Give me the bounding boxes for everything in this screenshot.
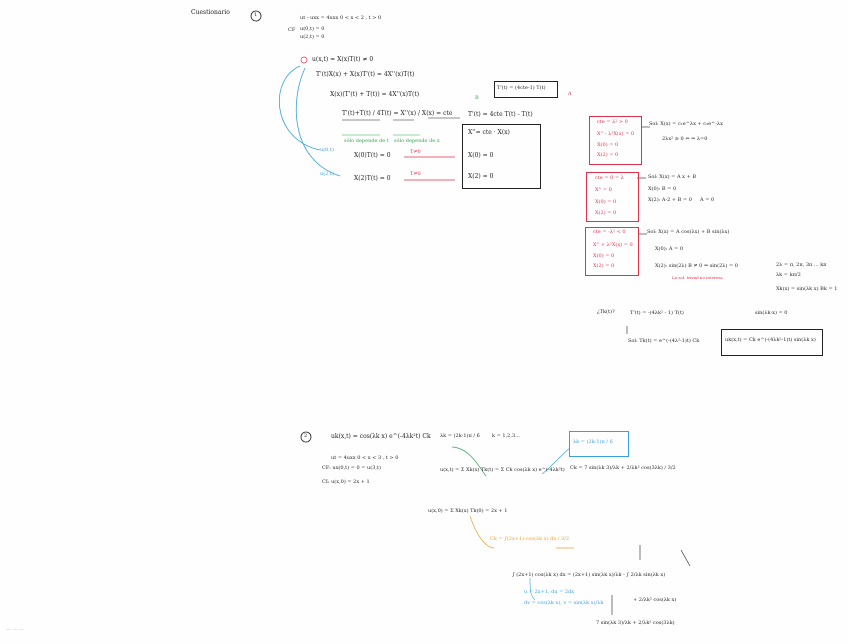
boxed-system-line-0: X''= cte · X(x) [468, 129, 510, 136]
circled-label-a: A [568, 91, 572, 97]
case-3-line-0: X(0): A = 0 [655, 246, 684, 252]
section-2-lambda: λk = (2k-1)π / 6 [440, 433, 480, 439]
integration-2: dv = cos(λk x), v = sin(λk x)/λk [524, 600, 604, 606]
section-2-line-0: ut = 4uxx 0 < x < 3 , t > 0 [331, 455, 399, 461]
final-solution: uk(x,t) = Ck e^(-(4λk²-1)t) sin(λk x) [725, 337, 816, 343]
case-2-eq-0: cte = 0 = λ [595, 175, 624, 181]
circle-number-1 [250, 10, 262, 22]
blue-note-1: u(2,t) [320, 171, 334, 177]
separation-line-0: u(x,t) = X(x)T(t) ≠ 0 [312, 56, 374, 63]
final-solution-box [721, 329, 823, 356]
case-2-eq-2: X(0) = 0 [595, 199, 617, 205]
case-2-eq-1: X'' = 0 [595, 187, 612, 193]
case-3-eq-2: X(0) = 0 [593, 253, 615, 259]
integration-1: u = 2x+1, du = 2dx [524, 589, 575, 595]
tk-question: ¿Tk(t)? [597, 309, 615, 315]
integration-0: ∫ (2x+1) cos(λk x) dx = (2x+1) sin(λk x)… [512, 572, 666, 578]
case-3-right-0: 2λ = π, 2π, 3π ... kπ [776, 262, 827, 268]
section-2-series: u(x,t) = Σ Xk(x) Tk(t) = Σ Ck cos(λk x) … [440, 467, 565, 473]
case-2-solution: Sol: X(x) = A x + B [648, 174, 697, 180]
case-1-eq-2: X(0) = 0 [597, 142, 619, 148]
time-eq: T'(t) = (4cte-1) T(t) [497, 85, 546, 91]
red-note-0: T≠0 [410, 149, 421, 155]
case-3-right-2: Xk(x) = sin(λk x) Bk = 1 [776, 286, 838, 292]
case-1-box [589, 116, 642, 165]
case-1-eq-3: X(2) = 0 [597, 152, 619, 158]
boxed-system-line-1: X(0) = 0 [468, 152, 494, 159]
case-3-eq-3: X(2) = 0 [593, 263, 615, 269]
problem-given-line-2: u(2,t) = 0 [300, 34, 325, 40]
boxed-system-line-2: X(2) = 0 [468, 173, 494, 180]
case-2-eq-3: X(2) = 0 [595, 210, 617, 216]
problem-given-line-1: u(0,t) = 0 [300, 26, 325, 32]
case-2-line-0: X(0): B = 0 [648, 186, 677, 192]
case-3-box [585, 227, 639, 276]
separation-line-3: T'(t)+T(t) / 4T(t) = X''(x) / X(x) = cte [342, 110, 453, 117]
case-1-solution: Sol: X(x) = c₁e^λx + c₂e^-λx [649, 121, 723, 127]
section-2-number: 2 [304, 433, 308, 439]
separation-line-5: X(2)T(t) = 0 [354, 175, 391, 182]
tk-solution: Sol: Tk(t) = e^(-(4λ²-1)t) Ck [628, 338, 700, 344]
case-2-line-1: X(2): A·2 + B = 0 [648, 197, 692, 203]
section-2-line-2: CI: u(x,0) = 2x + 1 [322, 479, 370, 485]
circled-label-b: B [475, 95, 479, 101]
blue-note-0: u(0,t) [320, 147, 334, 153]
case-1-extra: 2λx² ≥ 0 ⇔ ⇔ λ=0 [662, 136, 708, 142]
section-2-k: k = 1,2,3... [492, 433, 520, 439]
case-1-eq-0: cte = λ² > 0 [597, 119, 628, 125]
integration-4: 7 sin(λk 3)/λk + 2/λk² cos(3λk) [596, 620, 675, 626]
integration-3: + 2/λk² cos(λk x) [633, 597, 677, 603]
section-2-uk: uk(x,t) = cos(λk x) e^(-4λk²t) Ck [331, 433, 431, 440]
case-2-box [586, 172, 639, 222]
problem-given-line-0: ut - uxx = 4uxx 0 < x < 2 , t > 0 [300, 15, 382, 21]
case-3-note: La sol. trivial no interesa [672, 275, 723, 280]
section-2-ic: u(x,0) = Σ Xk(x) Tk(0) = 2x + 1 [428, 508, 508, 514]
case-3-right-1: λk = kπ/2 [776, 272, 801, 278]
separation-line-2: X(x)(T'(t) + T(t)) = 4X''(x)T(t) [330, 91, 420, 98]
case-3-eq-1: X'' + λ²X(x) = 0 [593, 242, 633, 248]
case-3-solution: Sol: X(x) = A cos(λx) + B sin(λx) [647, 229, 730, 235]
boxed-system [462, 124, 541, 189]
lambda-boxed: λk = (2k-1)π / 6 [573, 439, 613, 445]
section-2-line-1: CF: ux(0,t) = 0 = u(3,t) [322, 465, 381, 471]
tk-eq: T'(t) = -(4λk² - 1) T(t) [630, 310, 684, 316]
case-3-eq-0: cte = -λ² < 0 [593, 229, 626, 235]
separation-line-1: T'(t)X(x) + X(x)T'(t) = 4X''(x)T(t) [316, 71, 415, 78]
lambda-box [569, 431, 629, 457]
blue-arrow-2 [295, 67, 341, 177]
case-3-line-1: X(2): sin(2λ) B ≠ 0 ⇒ sin(2λ) = 0 [655, 263, 738, 269]
green-note-1: sólo depende de x [394, 138, 440, 144]
blue-arrow-1 [279, 65, 321, 151]
red-note-1: T≠0 [410, 171, 421, 177]
cf-label: CF [288, 27, 296, 33]
bottom-left-marks: — — — [6, 627, 25, 633]
ck-formula: Ck = ∫(2x+1)·cos(λk x) dx / 3/2 [490, 536, 570, 542]
case-1-eq-1: X'' - λ²X(x) = 0 [597, 131, 635, 137]
case-2-line-2: A = 0 [700, 197, 715, 203]
circle-number-2 [300, 431, 312, 443]
page-title: Cuestionario [191, 9, 230, 16]
section-1-number: 1 [254, 12, 258, 18]
separation-line-4: X(0)T(t) = 0 [354, 152, 391, 159]
green-note-0: sólo depende de t [344, 138, 389, 144]
time-eq-box [494, 81, 558, 98]
time-eq-top: T'(t) = 4cte T(t) - T(t) [468, 111, 533, 118]
tk-sin: sin(λk·x) = 0 [755, 310, 788, 316]
section-2-coef: Ck = 7 sin(λk 3)/λk + 2/λk² cos(3λk) / 3… [570, 465, 676, 471]
